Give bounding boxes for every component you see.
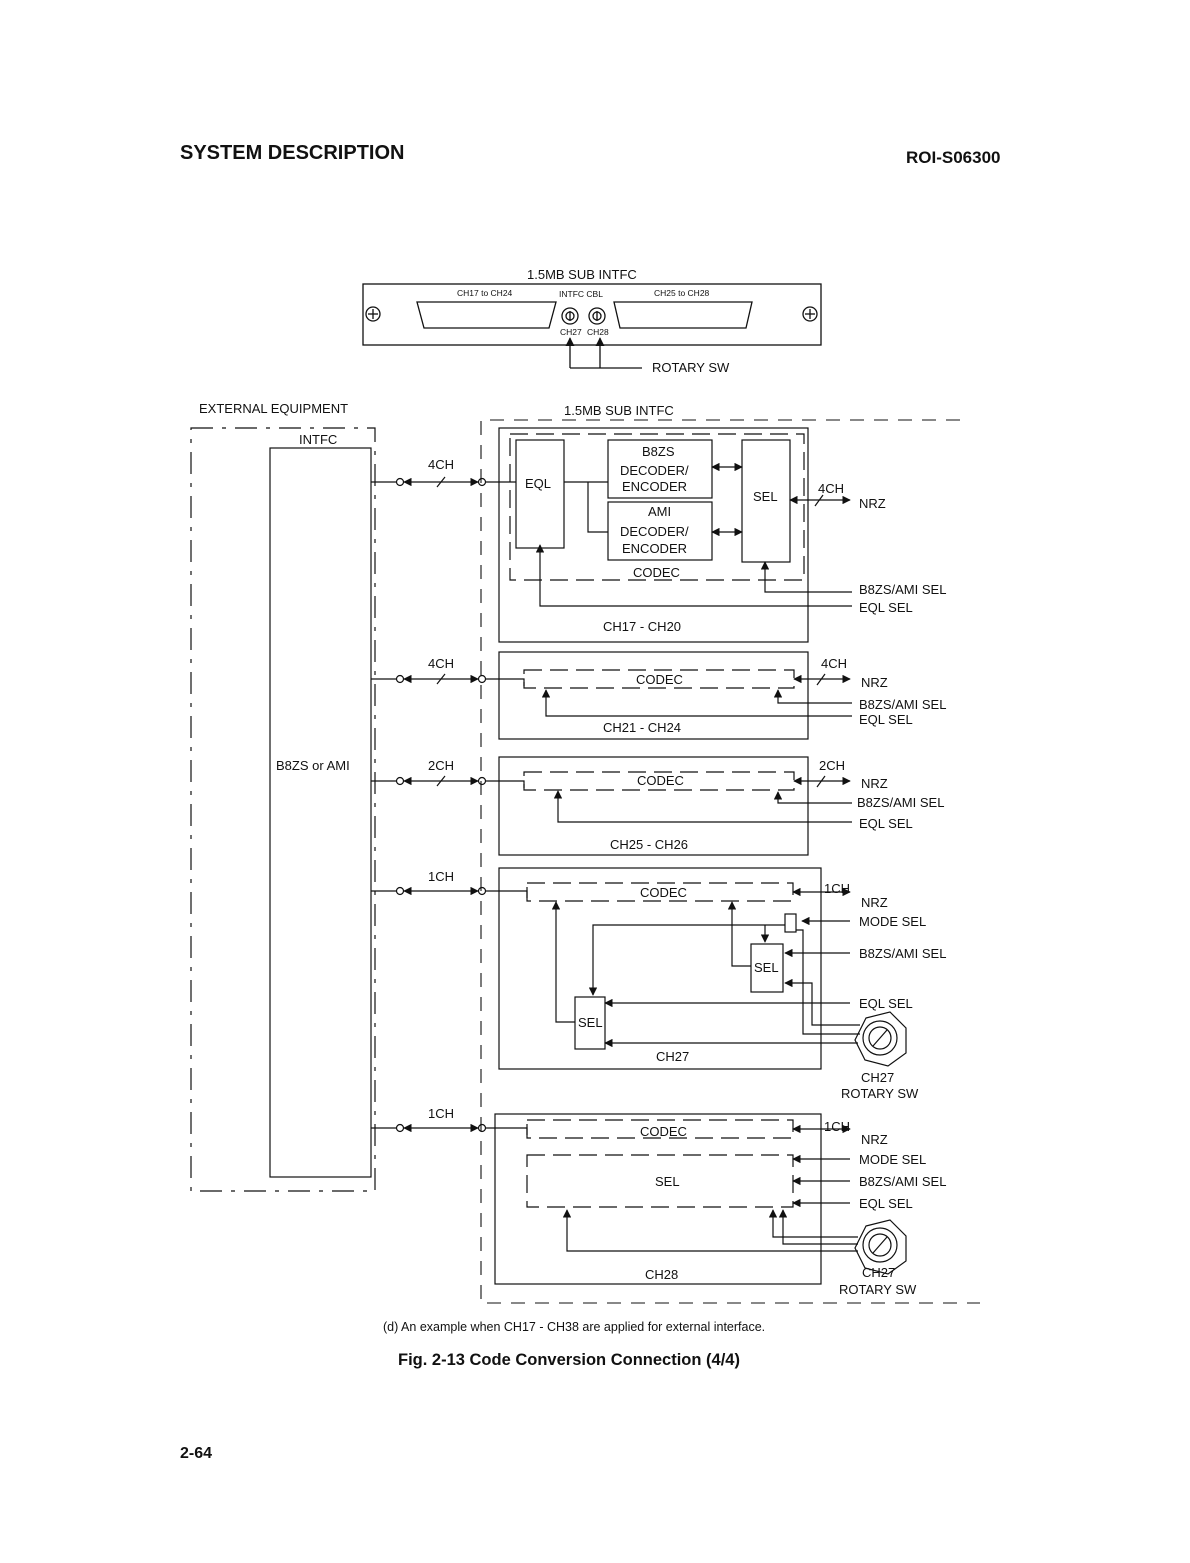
codec-label-4: CODEC xyxy=(640,885,687,900)
screw-icon-left xyxy=(365,306,381,322)
link-label-1ch-b: 1CH xyxy=(428,1106,454,1121)
page-number: 2-64 xyxy=(180,1445,213,1462)
link-label-1ch-a: 1CH xyxy=(428,869,454,884)
block-label-ch27: CH27 xyxy=(656,1049,689,1064)
decoder-label-2: DECODER/ xyxy=(620,524,689,539)
block-ch17-ch20 xyxy=(498,427,852,643)
rotary-sw-label-1: ROTARY SW xyxy=(841,1086,919,1101)
eql-sel-label-2: EQL SEL xyxy=(859,712,913,727)
intfc-label: INTFC xyxy=(299,432,337,447)
block-ch28 xyxy=(494,1113,907,1285)
document-id: ROI-S06300 xyxy=(906,148,1001,167)
block-label-ch21-ch24: CH21 - CH24 xyxy=(603,720,681,735)
rotary-ch27-label-2: CH27 xyxy=(862,1265,895,1280)
encoder-label-2: ENCODER xyxy=(622,541,687,556)
nrz-label-4: NRZ xyxy=(861,895,888,910)
figure-caption: (d) An example when CH17 - CH38 are appl… xyxy=(383,1320,765,1334)
link-label-2ch: 2CH xyxy=(428,758,454,773)
eql-label: EQL xyxy=(525,476,551,491)
b8zs-ami-sel-label-3: B8ZS/AMI SEL xyxy=(857,795,944,810)
codec-label-2: CODEC xyxy=(636,672,683,687)
intfc-cbl-label: INTFC CBL xyxy=(559,289,603,299)
nrz-label-2: NRZ xyxy=(861,675,888,690)
sel-label-1: SEL xyxy=(753,489,778,504)
b8zs-or-ami-label: B8ZS or AMI xyxy=(276,758,350,773)
link-label-2ch-right: 2CH xyxy=(819,758,845,773)
sel-label-4a: SEL xyxy=(754,960,779,975)
external-equipment-box xyxy=(190,427,376,1192)
link-label-4ch-a: 4CH xyxy=(428,457,454,472)
eql-sel-label-1: EQL SEL xyxy=(859,600,913,615)
b8zs-ami-sel-label-1: B8ZS/AMI SEL xyxy=(859,582,946,597)
figure-title: Fig. 2-13 Code Conversion Connection (4/… xyxy=(398,1351,740,1369)
b8zs-ami-sel-label-4: B8ZS/AMI SEL xyxy=(859,946,946,961)
nrz-label-1: NRZ xyxy=(859,496,886,511)
rotary-switch-icon-ch27-block xyxy=(854,1011,907,1067)
rotary-ch27-label-1: CH27 xyxy=(861,1070,894,1085)
decoder-label-1: DECODER/ xyxy=(620,463,689,478)
nrz-label-5: NRZ xyxy=(861,1132,888,1147)
block-ch27 xyxy=(498,867,907,1070)
eql-sel-label-5: EQL SEL xyxy=(859,1196,913,1211)
ami-label: AMI xyxy=(648,504,671,519)
rotary-sw-label-2: ROTARY SW xyxy=(839,1282,917,1297)
codec-label-5: CODEC xyxy=(640,1124,687,1139)
sel-label-4b: SEL xyxy=(578,1015,603,1030)
sel-label-5: SEL xyxy=(655,1174,680,1189)
switch-label-ch28: CH28 xyxy=(587,327,609,337)
switch-label-ch27: CH27 xyxy=(560,327,582,337)
rotary-switch-icon-ch28-block xyxy=(854,1219,907,1275)
connector-left-icon xyxy=(416,301,557,329)
codec-label-1: CODEC xyxy=(633,565,680,580)
link-label-1ch-right-2: 1CH xyxy=(824,1119,850,1134)
nrz-label-3: NRZ xyxy=(861,776,888,791)
b8zs-ami-sel-label-5: B8ZS/AMI SEL xyxy=(859,1174,946,1189)
encoder-label-1: ENCODER xyxy=(622,479,687,494)
block-ch25-ch26 xyxy=(498,756,852,856)
link-label-4ch-right-1: 4CH xyxy=(818,481,844,496)
sub-intfc-boundary xyxy=(480,419,980,1304)
mode-sel-label-2: MODE SEL xyxy=(859,1152,926,1167)
block-label-ch17-ch20: CH17 - CH20 xyxy=(603,619,681,634)
front-panel xyxy=(362,283,822,369)
b8zs-label: B8ZS xyxy=(642,444,675,459)
block-label-ch25-ch26: CH25 - CH26 xyxy=(610,837,688,852)
link-label-1ch-right-1: 1CH xyxy=(824,881,850,896)
codec-label-3: CODEC xyxy=(637,773,684,788)
panel-title: 1.5MB SUB INTFC xyxy=(527,267,637,282)
eql-sel-label-3: EQL SEL xyxy=(859,816,913,831)
block-label-ch28: CH28 xyxy=(645,1267,678,1282)
sub-intfc-label: 1.5MB SUB INTFC xyxy=(564,403,674,418)
rotary-sw-label: ROTARY SW xyxy=(652,360,730,375)
connector-right-icon xyxy=(613,301,753,329)
rotary-switch-icon-ch27 xyxy=(561,307,579,325)
b8zs-ami-sel-label-2: B8ZS/AMI SEL xyxy=(859,697,946,712)
section-title: SYSTEM DESCRIPTION xyxy=(180,142,405,164)
link-label-4ch-b: 4CH xyxy=(428,656,454,671)
rotary-switch-icon-ch28 xyxy=(588,307,606,325)
external-equipment-label: EXTERNAL EQUIPMENT xyxy=(199,401,348,416)
mode-sel-label-1: MODE SEL xyxy=(859,914,926,929)
screw-icon-right xyxy=(802,306,818,322)
link-label-4ch-right-2: 4CH xyxy=(821,656,847,671)
interface-links xyxy=(371,476,528,1135)
eql-sel-label-4: EQL SEL xyxy=(859,996,913,1011)
connector-left-label: CH17 to CH24 xyxy=(457,288,513,298)
connector-right-label: CH25 to CH28 xyxy=(654,288,710,298)
block-ch21-ch24 xyxy=(498,651,852,740)
